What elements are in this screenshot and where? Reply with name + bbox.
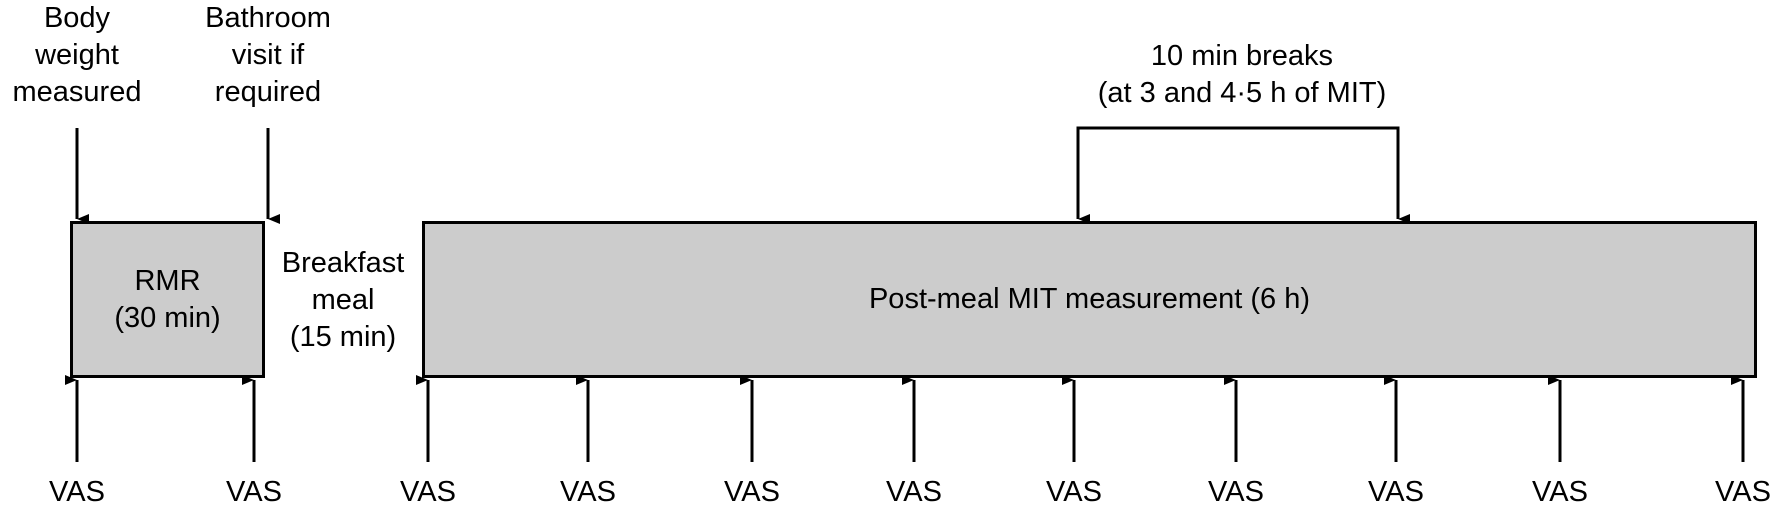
- vas-label-10: VAS: [1532, 476, 1588, 508]
- vas-label-3: VAS: [400, 476, 456, 508]
- breakfast-line-1: Breakfast: [281, 247, 405, 279]
- body-weight-line-1: Body: [43, 2, 111, 34]
- mit-box: Post-meal MIT measurement (6 h): [422, 221, 1757, 378]
- body-weight-line-2: weight: [35, 39, 119, 71]
- bathroom-line-3: required: [214, 76, 322, 108]
- mit-title: Post-meal MIT measurement (6 h): [868, 283, 1311, 315]
- breaks-label: 10 min breaks (at 3 and 4·5 h of MIT): [1098, 38, 1387, 112]
- breaks-line-1: 10 min breaks: [1150, 40, 1334, 72]
- body-weight-label: Body weight measured: [13, 0, 142, 111]
- bathroom-label: Bathroom visit if required: [205, 0, 331, 111]
- vas-label-2: VAS: [226, 476, 282, 508]
- vas-label-4: VAS: [560, 476, 616, 508]
- vas-label-8: VAS: [1208, 476, 1264, 508]
- vas-label-7: VAS: [1046, 476, 1102, 508]
- bathroom-line-1: Bathroom: [205, 2, 331, 34]
- vas-label-6: VAS: [886, 476, 942, 508]
- vas-label-5: VAS: [724, 476, 780, 508]
- breakfast-label: Breakfast meal (15 min): [282, 245, 405, 356]
- rmr-duration: (30 min): [114, 301, 221, 334]
- body-weight-line-3: measured: [12, 76, 142, 108]
- breaks-line-2: (at 3 and 4·5 h of MIT): [1097, 77, 1387, 109]
- bathroom-line-2: visit if: [231, 39, 305, 71]
- vas-label-11: VAS: [1715, 476, 1771, 508]
- breakfast-line-2: meal: [311, 284, 375, 316]
- vas-label-1: VAS: [49, 476, 105, 508]
- breaks-bracket: [1076, 126, 1400, 219]
- breakfast-line-3: (15 min): [289, 321, 397, 353]
- vas-label-9: VAS: [1368, 476, 1424, 508]
- rmr-box: RMR (30 min): [70, 221, 265, 378]
- rmr-title: RMR: [134, 264, 201, 297]
